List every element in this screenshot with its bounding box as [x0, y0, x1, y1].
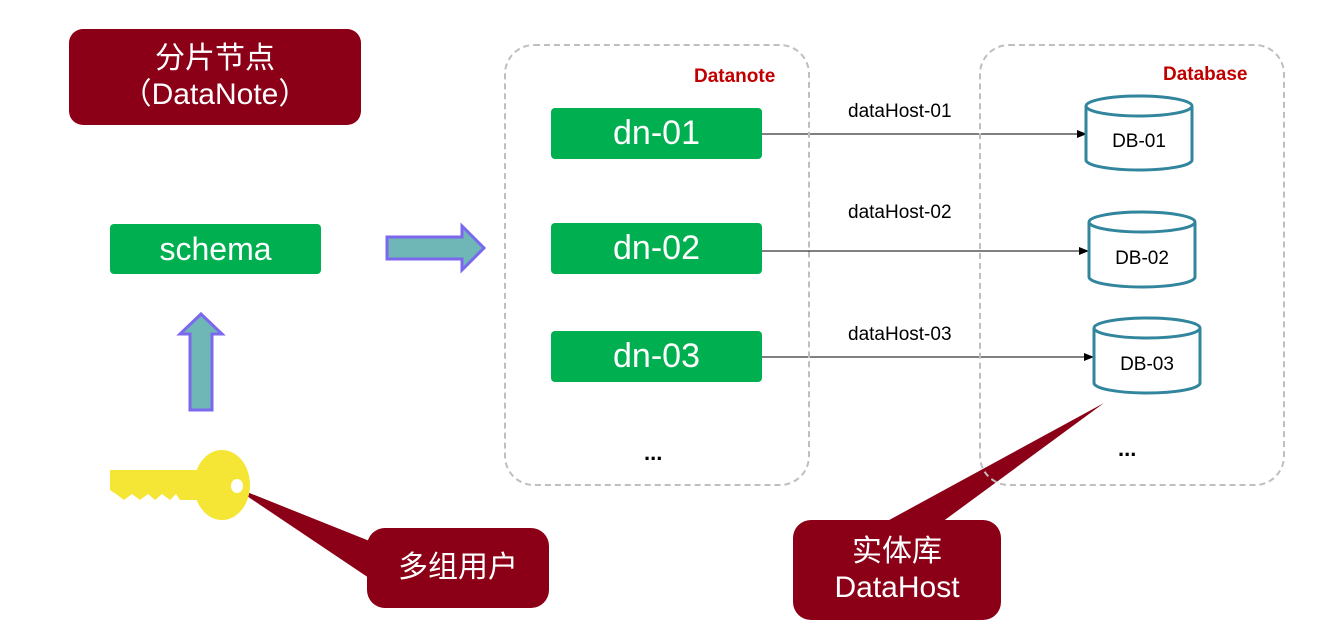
db-cylinder-3	[1092, 316, 1202, 395]
datanote-title-line2: （DataNote）	[121, 78, 309, 111]
datahost-callout: 实体库 DataHost	[793, 520, 1001, 620]
datahost-callout-line2: DataHost	[834, 571, 960, 604]
connection-label-2: dataHost-02	[848, 202, 952, 223]
datanote-panel	[504, 44, 810, 486]
db-cylinder-2	[1087, 210, 1197, 289]
connection-label-3: dataHost-03	[848, 324, 952, 345]
database-ellipsis: ...	[1118, 436, 1137, 461]
users-callout: 多组用户	[367, 528, 549, 608]
users-callout-pointer	[232, 486, 372, 580]
db-cylinder-1	[1084, 94, 1194, 172]
datanote-title-line1: 分片节点	[155, 42, 275, 75]
key-icon	[110, 450, 250, 520]
datanode-dn-03[interactable]: dn-03	[551, 331, 762, 382]
users-callout-label: 多组用户	[398, 551, 518, 584]
datanote-ellipsis: ...	[644, 440, 663, 465]
database-panel	[979, 44, 1285, 486]
database-panel-title: Database	[1163, 64, 1248, 85]
schema-box[interactable]: schema	[110, 224, 321, 274]
connection-label-1: dataHost-01	[848, 101, 952, 122]
db-label-2: DB-02	[1115, 248, 1169, 269]
datanode-label: dn-02	[613, 229, 700, 267]
datanode-label: dn-03	[613, 337, 700, 375]
datahost-callout-line1: 实体库	[852, 535, 942, 568]
db-label-3: DB-03	[1120, 354, 1174, 375]
datanode-dn-02[interactable]: dn-02	[551, 223, 762, 274]
right-arrow	[385, 222, 487, 274]
datanode-label: dn-01	[613, 114, 700, 152]
datanode-dn-01[interactable]: dn-01	[551, 108, 762, 159]
db-label-1: DB-01	[1112, 131, 1166, 152]
datanote-panel-title: Datanote	[694, 66, 776, 87]
schema-label: schema	[159, 230, 272, 267]
up-arrow	[176, 311, 226, 412]
datanote-title-callout: 分片节点 （DataNote）	[69, 29, 361, 125]
